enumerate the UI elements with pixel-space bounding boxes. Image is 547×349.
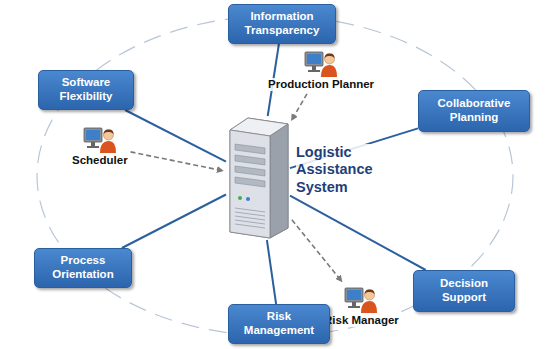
person-icon — [344, 284, 378, 314]
user-node: Risk Manager — [324, 284, 399, 327]
server-node: Logistic Assistance System — [226, 116, 290, 240]
spoke-line — [122, 195, 226, 249]
dashed-arrow — [292, 94, 308, 121]
dashed-arrow — [292, 220, 342, 282]
feature-box: Risk Management — [228, 304, 330, 344]
role-label: Scheduler — [72, 154, 128, 167]
box-label: Risk Management — [235, 310, 323, 338]
user-node: Production Planner — [268, 48, 374, 91]
box-label: Collaborative Planning — [425, 97, 523, 125]
box-label: Information Transparency — [235, 10, 329, 38]
dashed-arrow — [131, 152, 224, 171]
person-icon — [304, 48, 338, 78]
feature-box: Collaborative Planning — [418, 90, 530, 132]
role-label: Risk Manager — [324, 314, 399, 327]
system-label: Logistic Assistance System — [296, 144, 378, 196]
cycle-ring — [37, 16, 513, 336]
person-icon — [83, 124, 117, 154]
feature-box: Information Transparency — [228, 4, 336, 44]
box-label: Software Flexibility — [45, 76, 127, 104]
spoke-line — [290, 196, 426, 270]
feature-box: Software Flexibility — [38, 70, 134, 110]
user-node: Scheduler — [72, 124, 128, 167]
role-label: Production Planner — [268, 78, 374, 91]
box-label: Process Orientation — [41, 254, 125, 282]
box-label: Decision Support — [420, 277, 508, 305]
server-icon — [226, 116, 290, 240]
spoke-line — [267, 240, 276, 304]
feature-box: Decision Support — [413, 270, 515, 312]
feature-box: Process Orientation — [34, 248, 132, 288]
